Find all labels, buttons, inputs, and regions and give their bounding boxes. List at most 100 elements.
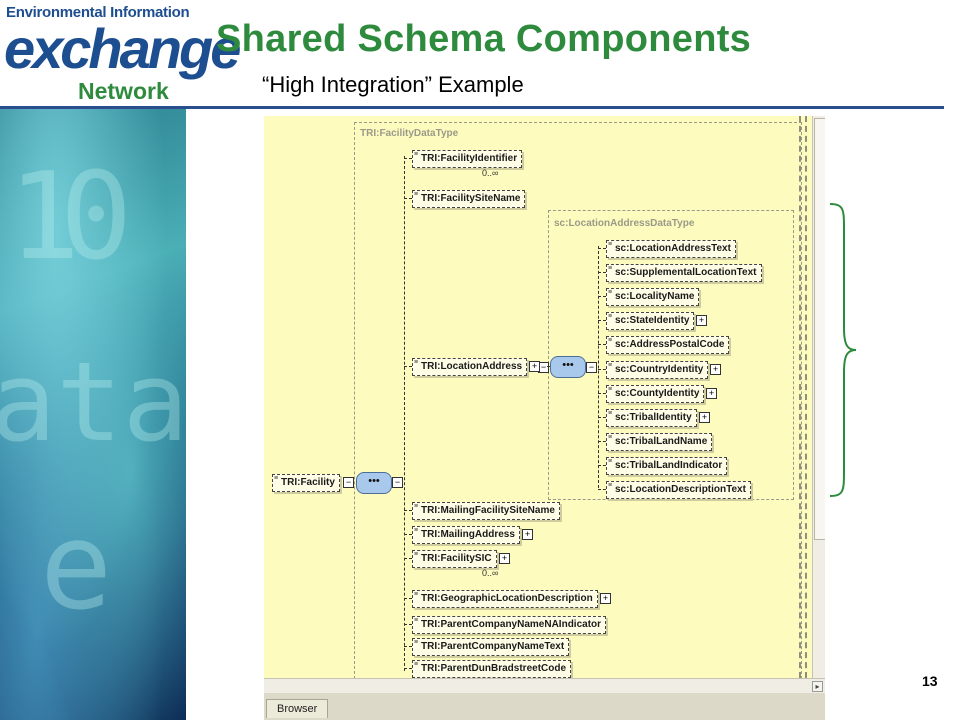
element-marker-icon: ≡ <box>414 191 419 198</box>
element-label: sc:StateIdentity <box>615 315 690 326</box>
element-label: TRI:GeographicLocationDescription <box>421 593 593 604</box>
address-child-element[interactable]: ≡sc:LocalityName <box>606 288 700 306</box>
connector-line <box>404 198 412 199</box>
expand-icon[interactable]: + <box>522 529 533 540</box>
multiplicity-label: 0..∞ <box>482 568 499 578</box>
address-child-element[interactable]: ≡sc:TribalLandName <box>606 433 713 451</box>
root-element-facility[interactable]: ≡ TRI:Facility <box>272 474 340 492</box>
outer-group-border <box>799 116 801 678</box>
element-marker-icon: ≡ <box>414 151 419 158</box>
address-child-element[interactable]: ≡sc:SupplementalLocationText <box>606 264 762 282</box>
connector-line <box>598 272 606 273</box>
tab-browser[interactable]: Browser <box>266 699 329 718</box>
connector-line <box>598 344 606 345</box>
connector-line <box>598 369 606 370</box>
address-child-element[interactable]: ≡sc:CountryIdentity <box>606 361 709 379</box>
decorative-digit-one: 1 <box>8 148 81 287</box>
connector-line <box>598 248 606 249</box>
connector-line <box>598 320 606 321</box>
element-marker-icon: ≡ <box>608 241 613 248</box>
element-marker-icon: ≡ <box>608 482 613 489</box>
element-label: sc:LocationDescriptionText <box>615 484 746 495</box>
address-child-element[interactable]: ≡sc:AddressPostalCode <box>606 336 730 354</box>
element-label: TRI:MailingAddress <box>421 529 515 540</box>
expand-icon[interactable]: + <box>699 412 710 423</box>
element-label: TRI:ParentDunBradstreetCode <box>421 663 567 674</box>
facility-child-element[interactable]: ≡TRI:MailingAddress <box>412 526 520 544</box>
schema-editor-screenshot: TRI:FacilityDataType sc:LocationAddressD… <box>264 116 825 720</box>
decorative-digit-zero: 0 <box>60 148 133 287</box>
element-label: sc:CountryIdentity <box>615 364 704 375</box>
connector-line <box>598 441 606 442</box>
address-child-element[interactable]: ≡sc:LocationDescriptionText <box>606 481 751 499</box>
facility-child-element[interactable]: ≡TRI:FacilitySiteName <box>412 190 526 208</box>
element-label: TRI:FacilityIdentifier <box>421 153 518 164</box>
connector-line <box>598 417 606 418</box>
element-label: sc:LocationAddressText <box>615 243 731 254</box>
element-marker-icon: ≡ <box>608 386 613 393</box>
address-child-element[interactable]: ≡sc:LocationAddressText <box>606 240 736 258</box>
collapse-icon[interactable]: − <box>392 477 403 488</box>
facility-child-element[interactable]: ≡TRI:ParentCompanyNameNAIndicator <box>412 616 607 634</box>
connector-line <box>598 465 606 466</box>
right-curly-brace <box>829 203 857 497</box>
facility-child-element[interactable]: ≡TRI:MailingFacilitySiteName <box>412 502 560 520</box>
sequence-compositor-icon[interactable]: ••• <box>356 472 392 494</box>
facility-children-connector <box>404 156 405 671</box>
scrollbar-thumb[interactable] <box>814 118 825 540</box>
sequence-compositor-icon[interactable]: ••• <box>550 356 586 378</box>
header-divider <box>0 106 944 109</box>
expand-icon[interactable]: + <box>710 364 721 375</box>
facility-child-element[interactable]: ≡TRI:FacilityIdentifier <box>412 150 523 168</box>
element-marker-icon: ≡ <box>608 458 613 465</box>
slide-subtitle: “High Integration” Example <box>262 72 524 97</box>
facility-child-element[interactable]: ≡TRI:LocationAddress <box>412 358 528 376</box>
element-label: TRI:LocationAddress <box>421 361 523 372</box>
element-marker-icon: ≡ <box>414 639 419 646</box>
element-marker-icon: ≡ <box>608 362 613 369</box>
scroll-right-arrow-icon[interactable]: ▸ <box>812 681 823 692</box>
connector-line <box>404 158 412 159</box>
collapse-icon[interactable]: − <box>343 477 354 488</box>
connector-line <box>404 558 412 559</box>
vertical-scrollbar[interactable] <box>812 116 825 678</box>
address-child-element[interactable]: ≡sc:CountyIdentity <box>606 385 705 403</box>
exchange-network-logo: Environmental Information exchange Netwo… <box>4 2 241 104</box>
outer-group-border-2 <box>805 116 807 678</box>
address-child-element[interactable]: ≡sc:TribalLandIndicator <box>606 457 728 475</box>
expand-icon[interactable]: + <box>696 315 707 326</box>
connector-line <box>598 393 606 394</box>
facility-group-label: TRI:FacilityDataType <box>360 128 459 139</box>
connector-line <box>547 366 551 367</box>
connector-line <box>404 598 412 599</box>
expand-icon[interactable]: + <box>706 388 717 399</box>
address-children-connector <box>598 246 599 488</box>
element-marker-icon: ≡ <box>608 434 613 441</box>
element-marker-icon: ≡ <box>608 313 613 320</box>
element-marker-icon: ≡ <box>414 661 419 668</box>
element-marker-icon: ≡ <box>608 337 613 344</box>
address-child-element[interactable]: ≡sc:TribalIdentity <box>606 409 697 427</box>
element-label: TRI:FacilitySIC <box>421 553 492 564</box>
facility-child-element[interactable]: ≡TRI:FacilitySIC <box>412 550 497 568</box>
element-label: sc:CountyIdentity <box>615 388 700 399</box>
element-marker-icon: ≡ <box>414 551 419 558</box>
element-label: TRI:FacilitySiteName <box>421 193 521 204</box>
expand-icon[interactable]: + <box>499 553 510 564</box>
expand-icon[interactable]: + <box>600 593 611 604</box>
element-marker-icon: ≡ <box>414 591 419 598</box>
facility-child-element[interactable]: ≡TRI:ParentDunBradstreetCode <box>412 660 572 678</box>
element-marker-icon: ≡ <box>414 617 419 624</box>
collapse-icon[interactable]: − <box>586 362 597 373</box>
element-label: TRI:ParentCompanyNameText <box>421 641 565 652</box>
expand-icon[interactable]: + <box>529 361 540 372</box>
element-label: sc:TribalIdentity <box>615 412 692 423</box>
horizontal-scrollbar[interactable]: ▸ <box>264 678 825 693</box>
element-marker-icon: ≡ <box>414 527 419 534</box>
address-child-element[interactable]: ≡sc:StateIdentity <box>606 312 695 330</box>
element-label: TRI:ParentCompanyNameNAIndicator <box>421 619 602 630</box>
connector-line <box>404 534 412 535</box>
element-label: sc:LocalityName <box>615 291 695 302</box>
facility-child-element[interactable]: ≡TRI:GeographicLocationDescription <box>412 590 598 608</box>
facility-child-element[interactable]: ≡TRI:ParentCompanyNameText <box>412 638 570 656</box>
